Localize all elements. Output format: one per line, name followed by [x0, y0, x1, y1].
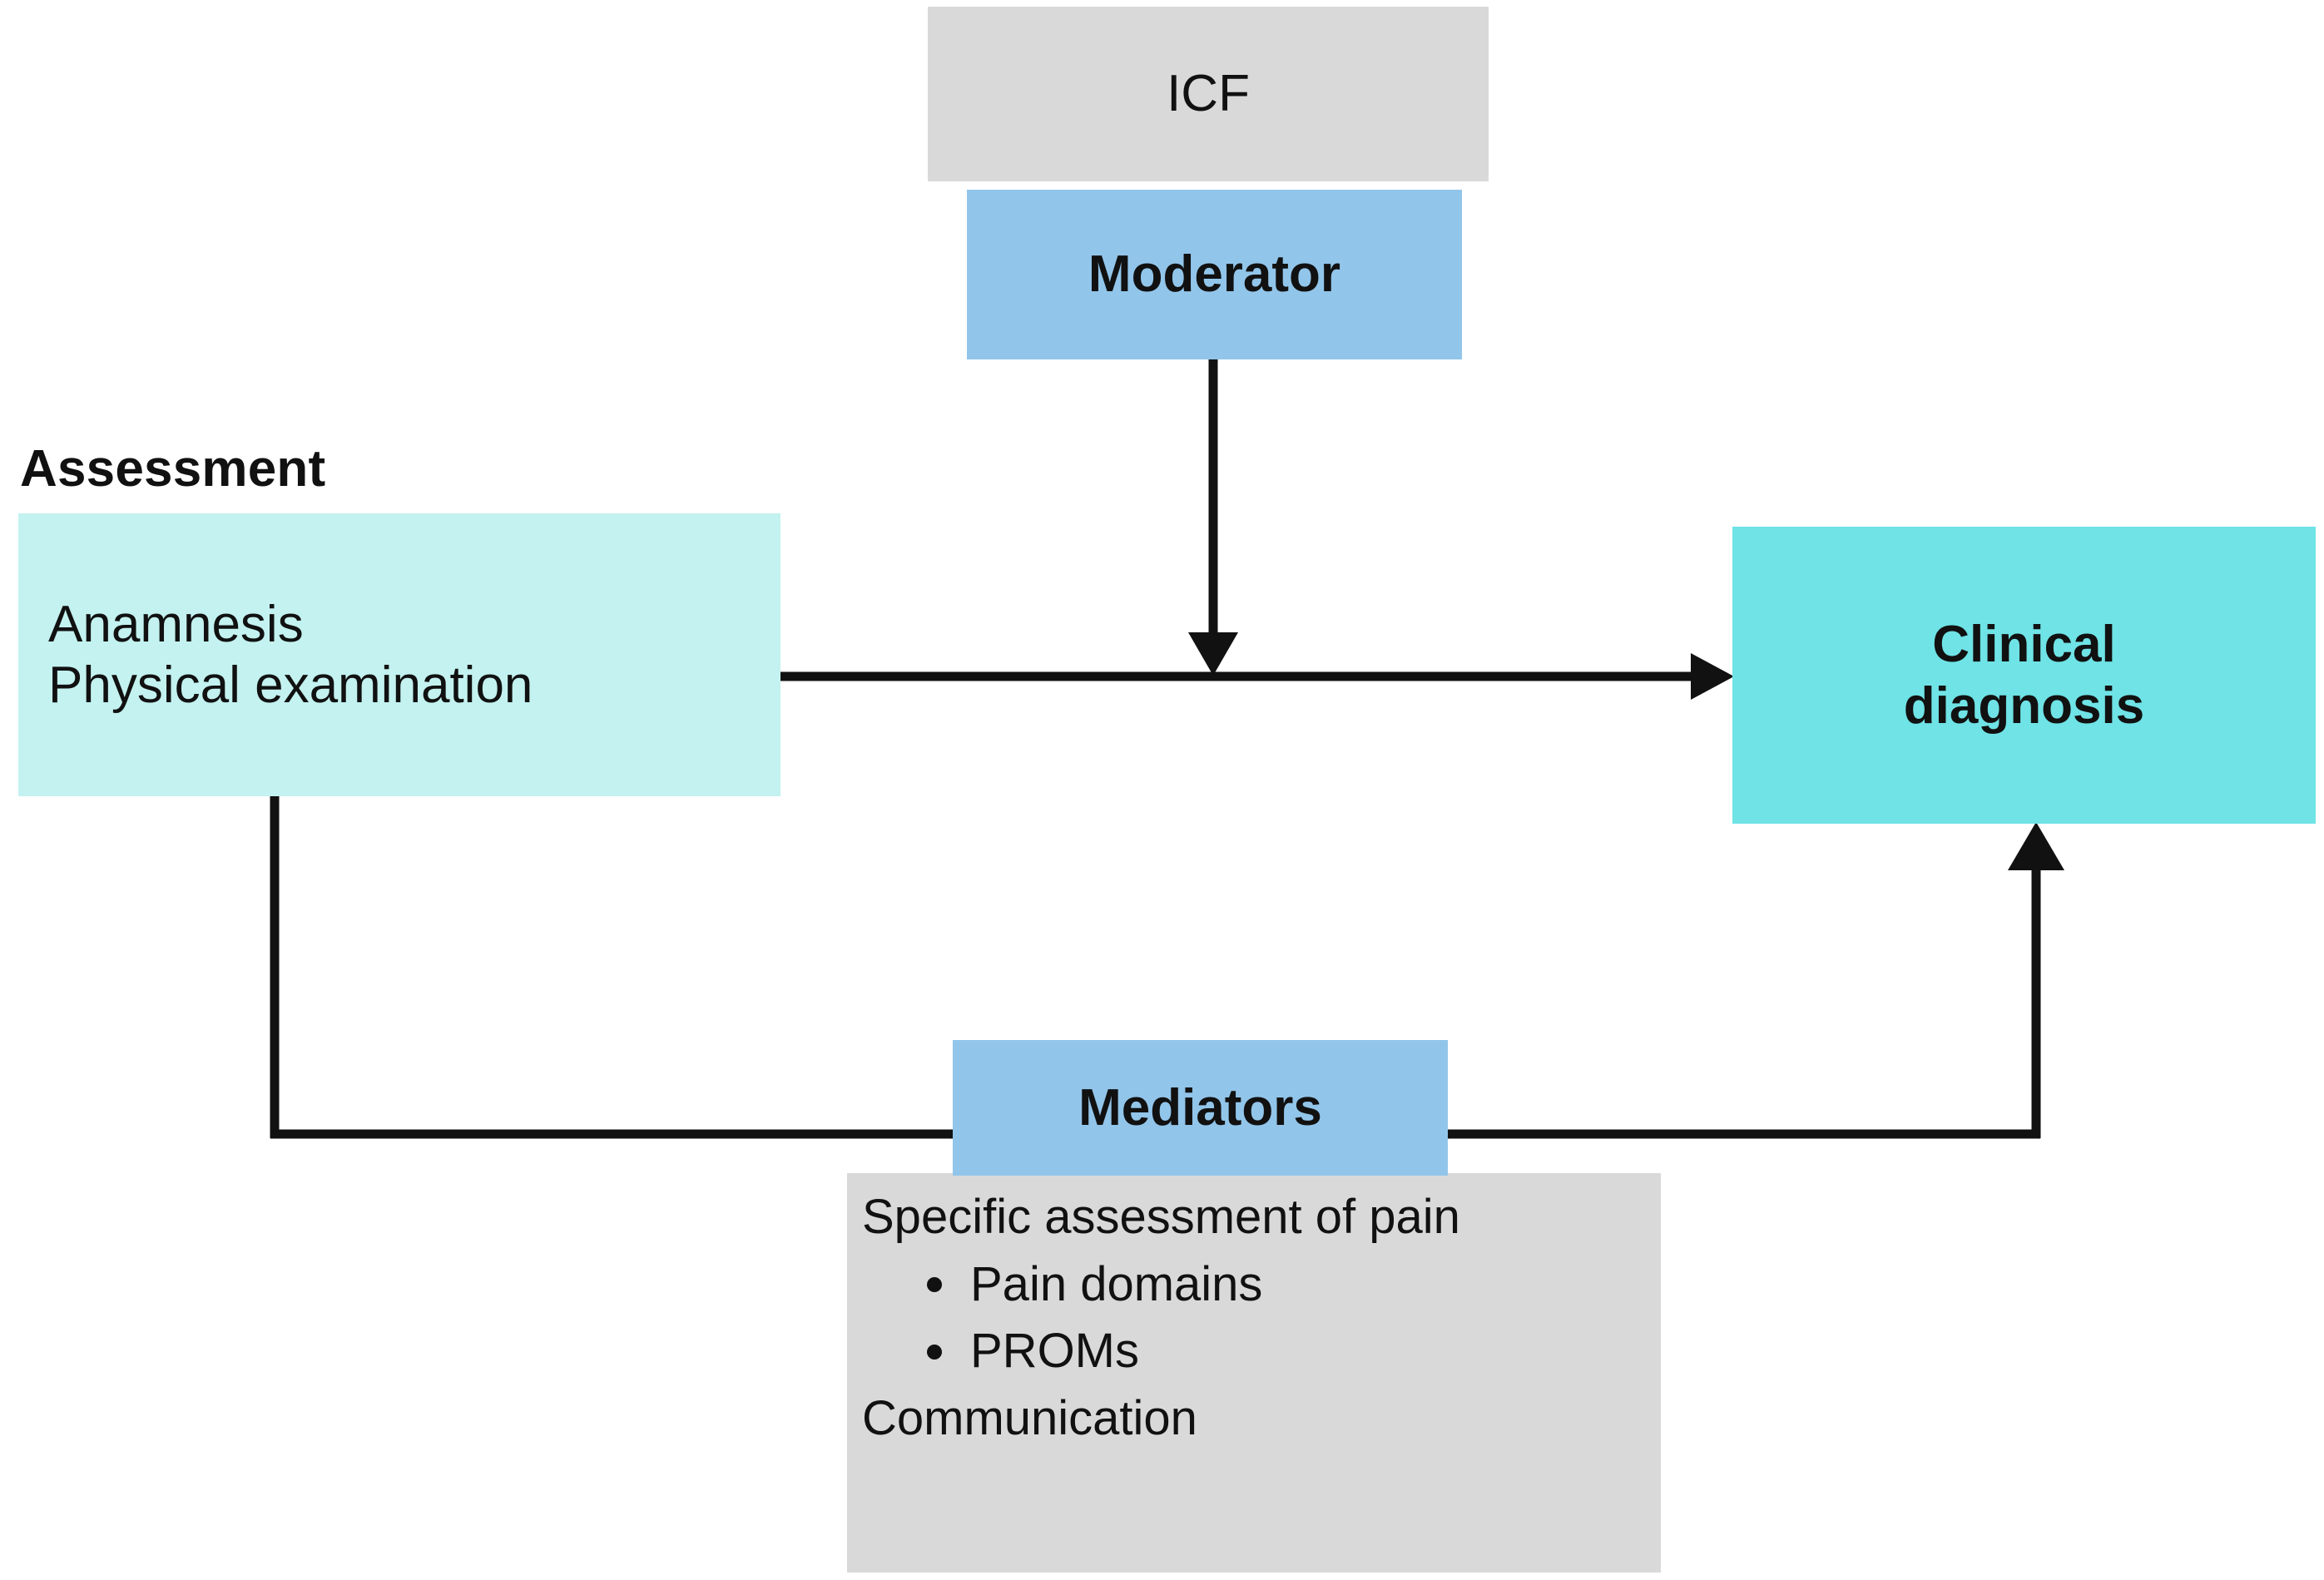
- bullet-dot-icon: [927, 1277, 942, 1293]
- node-clinical-diagnosis: Clinical diagnosis: [1732, 527, 2316, 824]
- list-item: Pain domains: [927, 1257, 1661, 1313]
- mediators-detail-bullet-list: Pain domains PROMs: [847, 1257, 1661, 1379]
- edge-assessment-to-mediators: [270, 796, 953, 1139]
- node-clinical-diagnosis-label: Clinical diagnosis: [1903, 616, 2145, 735]
- node-moderator-label: Moderator: [1088, 245, 1341, 304]
- node-mediators-detail: Specific assessment of pain Pain domains…: [847, 1173, 1661, 1573]
- node-assessment-label: Anamnesis Physical examination: [48, 595, 533, 714]
- mediators-detail-bullet-1: PROMs: [970, 1324, 1139, 1379]
- edge-moderator-down: [1188, 359, 1238, 676]
- edge-assessment-to-clinical-diagnosis: [780, 653, 1734, 700]
- node-mediators: Mediators: [953, 1040, 1448, 1176]
- mediators-detail-bullet-0: Pain domains: [970, 1256, 1263, 1311]
- assessment-caption: Assessment: [20, 440, 326, 498]
- node-icf-label: ICF: [1167, 65, 1250, 123]
- node-moderator: Moderator: [967, 190, 1462, 359]
- edge-mediators-to-clinical-diagnosis: [1448, 822, 2064, 1139]
- node-mediators-label: Mediators: [1078, 1078, 1322, 1137]
- node-assessment: Anamnesis Physical examination: [18, 513, 780, 796]
- bullet-dot-icon: [927, 1344, 942, 1360]
- list-item: PROMs: [927, 1324, 1661, 1379]
- mediators-detail-heading: Specific assessment of pain: [862, 1190, 1460, 1244]
- mediators-detail-footer: Communication: [862, 1391, 1197, 1446]
- node-icf: ICF: [928, 7, 1489, 181]
